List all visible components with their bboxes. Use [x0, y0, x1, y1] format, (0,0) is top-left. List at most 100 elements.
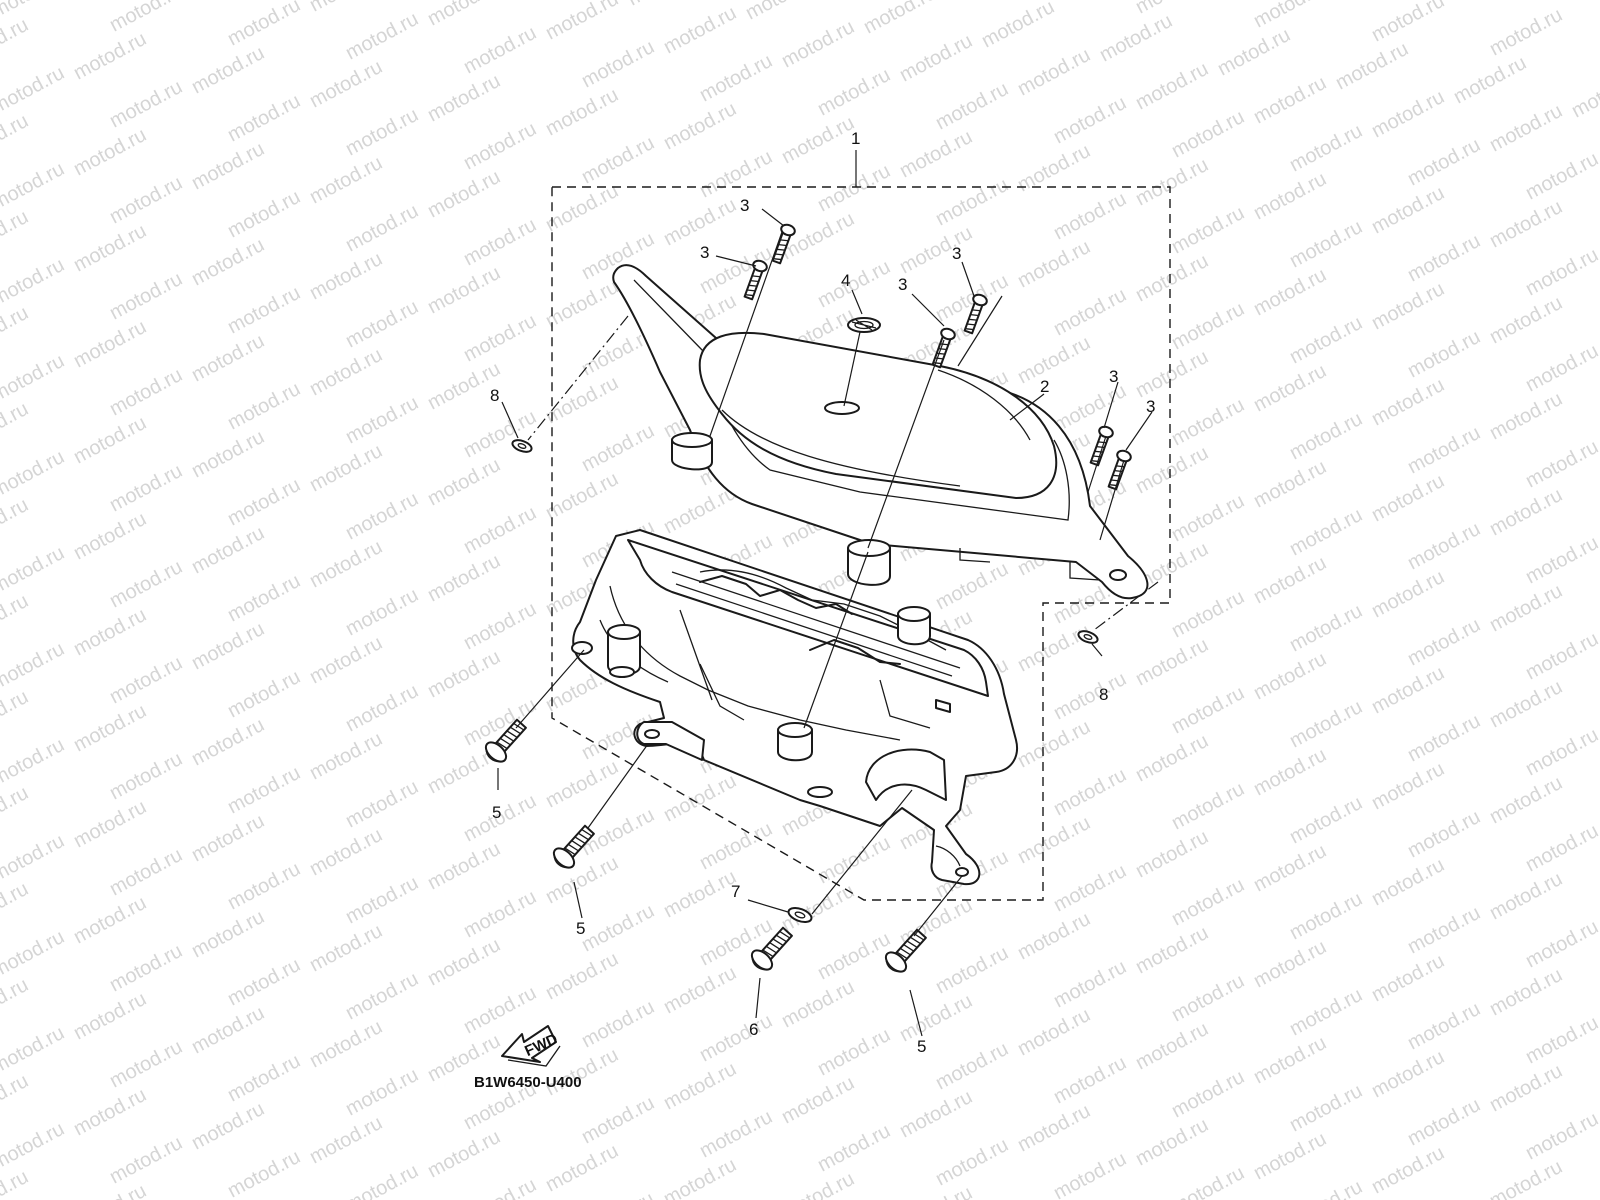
- watermark-text: motod.ru: [1168, 106, 1248, 162]
- watermark-text: motod.ru: [1096, 10, 1176, 66]
- watermark-text: motod.ru: [860, 0, 940, 38]
- watermark-text: motod.ru: [460, 22, 540, 78]
- watermark-text: motod.ru: [814, 928, 894, 984]
- watermark-text: motod.ru: [224, 762, 304, 818]
- watermark-text: motod.ru: [460, 310, 540, 366]
- watermark-text: motod.ru: [0, 638, 68, 694]
- watermark-text: motod.ru: [1486, 868, 1566, 924]
- watermark-text: motod.ru: [106, 172, 186, 228]
- washer-right: [1077, 630, 1099, 644]
- callout-leaders: [497, 150, 1153, 1037]
- watermark-text: motod.ru: [1132, 826, 1212, 882]
- watermark-text: motod.ru: [306, 248, 386, 304]
- assembly-boundary: [551, 186, 1171, 901]
- watermark-text: motod.ru: [624, 0, 704, 10]
- meter-cover: [612, 264, 1149, 600]
- fwd-arrow-icon: FWD: [501, 1025, 561, 1067]
- watermark-text: motod.ru: [542, 180, 622, 236]
- watermark-text: motod.ru: [224, 186, 304, 242]
- watermark-text: motod.ru: [896, 126, 976, 182]
- watermark-text: motod.ru: [1168, 490, 1248, 546]
- watermark-text: motod.ru: [1404, 902, 1484, 958]
- callout-8: 8: [1099, 685, 1108, 704]
- screw: [1107, 449, 1132, 491]
- watermark-text: motod.ru: [1132, 250, 1212, 306]
- watermark-text: motod.ru: [424, 1126, 504, 1182]
- watermark-text: motod.ru: [1368, 758, 1448, 814]
- watermark-text: motod.ru: [106, 76, 186, 132]
- callout-3: 3: [700, 243, 709, 262]
- watermark-text: motod.ru: [1050, 92, 1130, 148]
- watermark-text: motod.ru: [106, 1132, 186, 1188]
- watermark-text: motod.ru: [1368, 470, 1448, 526]
- screw: [931, 327, 956, 369]
- watermark-text: motod.ru: [814, 160, 894, 216]
- screw: [963, 293, 988, 335]
- watermark-text: motod.ru: [1168, 586, 1248, 642]
- watermark-text: motod.ru: [1368, 278, 1448, 334]
- watermark-text: motod.ru: [1368, 854, 1448, 910]
- watermark-text: motod.ru: [1014, 908, 1094, 964]
- watermark-text: motod.ru: [224, 90, 304, 146]
- callout-6: 6: [749, 1020, 758, 1039]
- watermark-text: motod.ru: [106, 268, 186, 324]
- watermark-text: motod.ru: [188, 714, 268, 770]
- watermark-text: motod.ru: [0, 494, 32, 550]
- watermark-text: motod.ru: [1168, 874, 1248, 930]
- watermark-text: motod.ru: [1486, 1156, 1566, 1200]
- watermark-text: motod.ru: [1404, 614, 1484, 670]
- watermark-text: motod.ru: [1132, 346, 1212, 402]
- watermark-text: motod.ru: [1486, 388, 1566, 444]
- bolt: [552, 824, 595, 869]
- watermark-text: motod.ru: [932, 78, 1012, 134]
- watermark-text: motod.ru: [342, 680, 422, 736]
- watermark-text: motod.ru: [1286, 984, 1366, 1040]
- watermark-text: motod.ru: [70, 412, 150, 468]
- watermark-text: motod.ru: [1286, 504, 1366, 560]
- watermark-text: motod.ru: [424, 934, 504, 990]
- watermark-text: motod.ru: [1250, 1032, 1330, 1088]
- watermark-text: motod.ru: [1132, 1018, 1212, 1074]
- watermark-text: motod.ru: [660, 2, 740, 58]
- watermark-text: motod.ru: [460, 886, 540, 942]
- callout-1: 1: [851, 129, 860, 148]
- watermark-text: motod.ru: [306, 1016, 386, 1072]
- watermark-text: motod.ru: [424, 454, 504, 510]
- watermark-text: motod.ru: [1286, 696, 1366, 752]
- watermark-text: motod.ru: [1522, 244, 1600, 300]
- watermark-text: motod.ru: [106, 652, 186, 708]
- watermark-text: motod.ru: [1286, 888, 1366, 944]
- watermark-text: motod.ru: [1404, 326, 1484, 382]
- watermark-text: motod.ru: [70, 796, 150, 852]
- watermark-text: motod.ru: [1368, 950, 1448, 1006]
- watermark-text: motod.ru: [696, 50, 776, 106]
- watermark-text: motod.ru: [578, 900, 658, 956]
- watermark-text: motod.ru: [106, 748, 186, 804]
- watermark-text: motod.ru: [188, 1002, 268, 1058]
- watermark-text: motod.ru: [1050, 764, 1130, 820]
- watermark-text: motod.ru: [188, 138, 268, 194]
- watermark-text: motod.ru: [306, 152, 386, 208]
- watermark-text: motod.ru: [1250, 936, 1330, 992]
- watermark-text: motod.ru: [460, 214, 540, 270]
- watermark-text: motod.ru: [932, 558, 1012, 614]
- watermark-text: motod.ru: [814, 1120, 894, 1176]
- watermark-text: motod.ru: [660, 962, 740, 1018]
- watermark-text: motod.ru: [1250, 360, 1330, 416]
- watermark-text: motod.ru: [424, 262, 504, 318]
- watermark-text: motod.ru: [1050, 284, 1130, 340]
- watermark-text: motod.ru: [1404, 710, 1484, 766]
- watermark-text: motod.ru: [342, 968, 422, 1024]
- watermark-text: motod.ru: [306, 56, 386, 112]
- watermark-text: motod.ru: [1250, 744, 1330, 800]
- watermark-text: motod.ru: [1486, 580, 1566, 636]
- watermark-text: motod.ru: [542, 372, 622, 428]
- watermark-text: motod.ru: [342, 872, 422, 928]
- watermark-text: motod.ru: [1132, 0, 1212, 18]
- watermark-text: motod.ru: [1014, 1004, 1094, 1060]
- watermark-text: motod.ru: [1486, 484, 1566, 540]
- washer-7: [787, 907, 813, 923]
- watermark-text: motod.ru: [224, 282, 304, 338]
- watermark-text: motod.ru: [1486, 1060, 1566, 1116]
- watermark-text: motod.ru: [1132, 442, 1212, 498]
